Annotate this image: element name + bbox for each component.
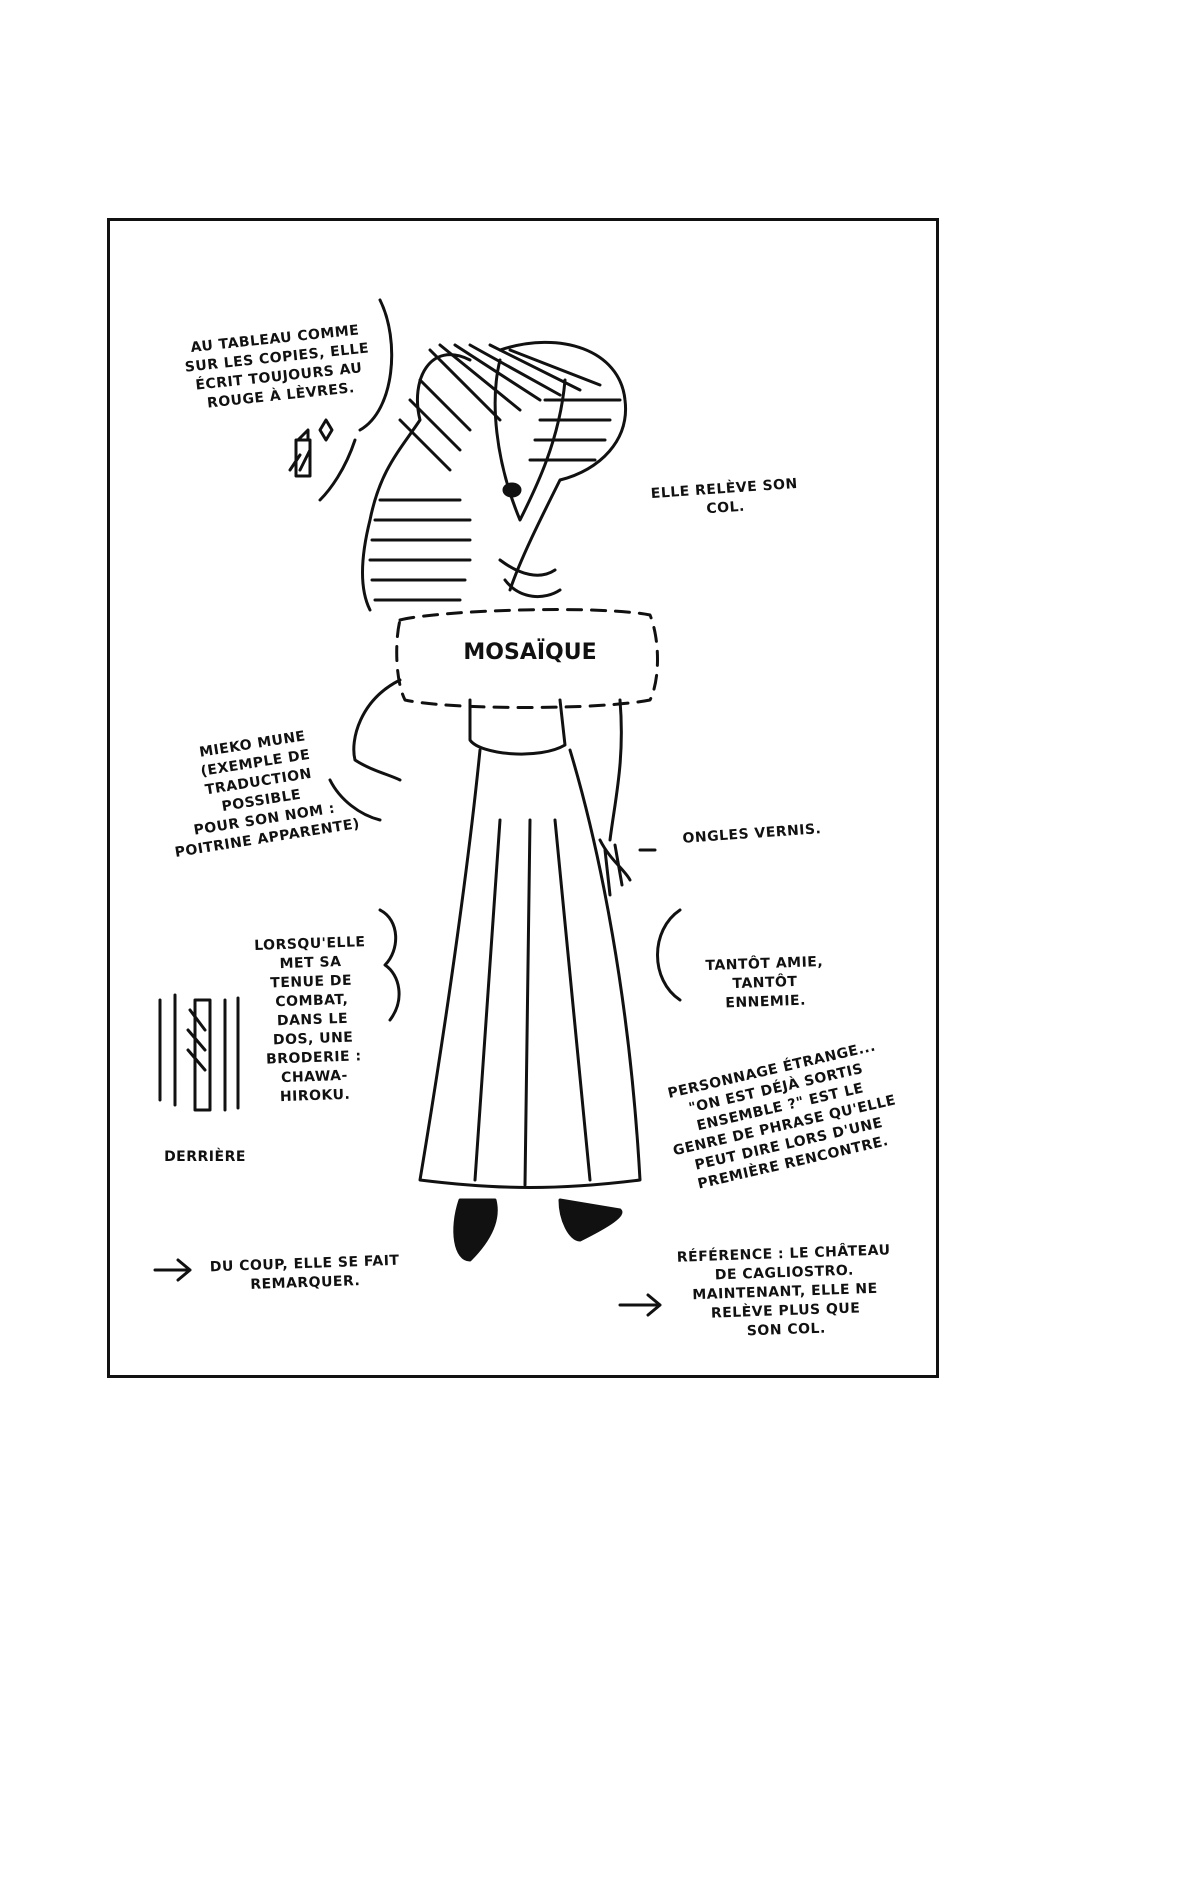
note-friend: TANTÔT AMIE, TANTÔT ENNEMIE. (705, 953, 824, 1012)
mosaic-label: MOSAÏQUE (463, 640, 597, 665)
body-drawing (352, 678, 642, 1262)
face-drawing (493, 358, 567, 599)
note-back-embroidery: LORSQU'ELLE MET SA TENUE DE COMBAT, DANS… (253, 934, 366, 1106)
sketch-panel-frame (107, 218, 939, 1378)
annotation-strokes (153, 298, 682, 1317)
back-view-sketch (158, 993, 240, 1112)
note-behind: DERRIÈRE (164, 1149, 246, 1165)
hair-drawing (361, 340, 628, 612)
mosaic-box (395, 608, 659, 709)
note-noticed: DU COUP, ELLE SE FAIT REMARQUER. (209, 1252, 400, 1293)
lipstick-icon (294, 418, 334, 478)
note-reference: RÉFÉRENCE : LE CHÂTEAU DE CAGLIOSTRO. MA… (676, 1242, 891, 1340)
